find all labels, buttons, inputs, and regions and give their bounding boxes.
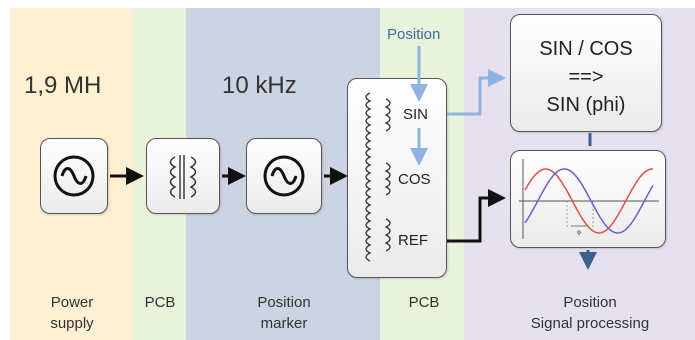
ref-label: REF xyxy=(398,232,428,249)
converter-line-1: SIN / COS xyxy=(539,38,633,60)
arrow-ref-to-plot xyxy=(447,189,506,243)
power-supply-label: Power supply xyxy=(32,292,112,334)
pcb-transformer-box xyxy=(146,138,220,214)
transformer-icon xyxy=(169,155,197,199)
oscillator-icon xyxy=(53,155,95,197)
sine-wave-blue xyxy=(524,168,654,234)
svg-text:φ: φ xyxy=(577,229,581,236)
sine-cosine-plot-icon: φ xyxy=(519,159,659,239)
pcb-label-1: PCB xyxy=(144,294,176,311)
power-supply-label-line2: supply xyxy=(50,315,94,332)
converter-line-3: SIN (phi) xyxy=(546,94,626,116)
cos-label: COS xyxy=(398,171,431,188)
sine-wave-red xyxy=(524,168,653,234)
power-frequency-label: 1,9 MH xyxy=(24,72,102,99)
arrow-sin-to-converter xyxy=(447,69,506,116)
marker-frequency-label: 10 kHz xyxy=(222,72,297,99)
position-marker-label: Position marker xyxy=(232,292,336,334)
resolver-coils-icon xyxy=(365,92,391,262)
signal-plot-box: φ xyxy=(510,150,666,248)
pcb-label-2: PCB xyxy=(408,294,440,311)
position-marker-label-line1: Position xyxy=(257,294,311,311)
oscillator-icon xyxy=(263,155,305,197)
signal-processing-label-line2: Signal processing xyxy=(530,315,650,332)
power-supply-label-line1: Power xyxy=(50,294,94,311)
converter-line-2: ==> xyxy=(568,66,604,88)
sin-label: SIN xyxy=(403,106,429,123)
power-oscillator-box xyxy=(40,138,108,214)
position-input-label: Position xyxy=(387,26,441,43)
marker-oscillator-box xyxy=(246,138,322,214)
sin-cos-converter-box: SIN / COS ==> SIN (phi) xyxy=(510,14,662,132)
position-marker-label-line2: marker xyxy=(260,315,308,332)
signal-processing-label: Position Signal processing xyxy=(520,292,660,334)
signal-processing-label-line1: Position xyxy=(563,294,617,311)
